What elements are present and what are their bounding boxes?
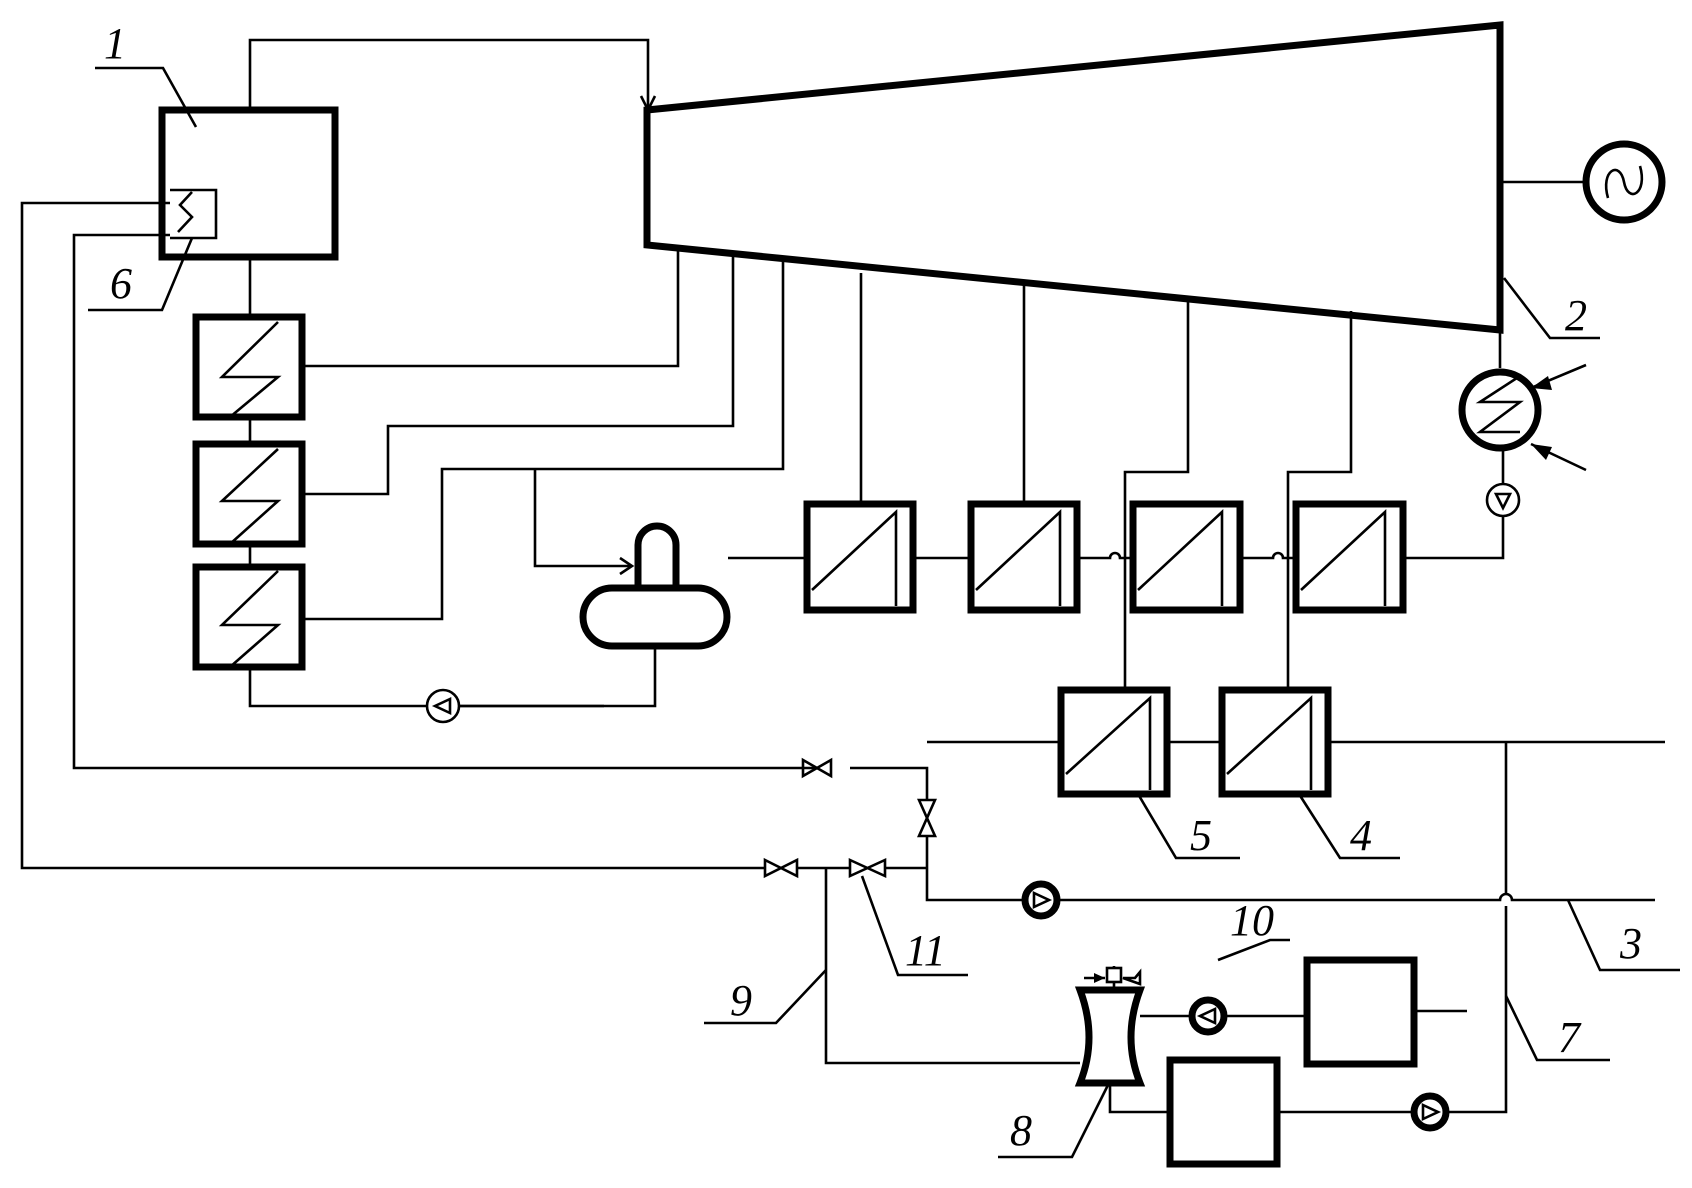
lp-heater-3 xyxy=(1129,500,1244,614)
deaerator-steam-line xyxy=(533,469,630,568)
label-ejector: 8 xyxy=(1010,1106,1032,1155)
valve-to-pump-line xyxy=(925,836,1025,902)
condensate-line-3 xyxy=(1077,551,1133,560)
label-heater-4: 4 xyxy=(1350,811,1372,860)
leader-10 xyxy=(1217,938,1290,962)
coil-circuit-outer xyxy=(20,201,765,870)
valve-11 xyxy=(848,857,887,879)
lp-heater-1 xyxy=(803,500,917,614)
heat-network-return-line xyxy=(1057,892,1655,902)
leader-3 xyxy=(1566,899,1680,972)
line-7-lower xyxy=(1448,906,1508,1114)
actuator-flag-icon xyxy=(1122,968,1142,986)
label-heater-5: 5 xyxy=(1190,811,1212,860)
ejector-actuator xyxy=(1105,966,1123,984)
tank-10 xyxy=(1303,956,1418,1068)
coil-to-valve-line xyxy=(850,766,929,800)
hp-heater-2 xyxy=(192,440,306,548)
condensate-pump xyxy=(1485,482,1521,518)
leader-6 xyxy=(88,237,194,312)
hp-heater-3 xyxy=(192,563,306,671)
boiler-coil-frame xyxy=(170,188,218,240)
coil-circuit-inner xyxy=(72,233,817,770)
generator xyxy=(1582,140,1666,224)
feedwater-line-2 xyxy=(460,635,657,708)
valve-coil-outer xyxy=(763,857,799,879)
label-boiler: 1 xyxy=(104,19,126,68)
feed-pump xyxy=(425,688,461,724)
turbine xyxy=(643,21,1504,334)
hp-heater-1 xyxy=(192,313,306,421)
lp-heater-4 xyxy=(1292,500,1407,614)
label-heat-network-return: 3 xyxy=(1619,919,1642,968)
deaerator xyxy=(579,522,731,650)
leader-4 xyxy=(1297,793,1400,860)
live-steam-line xyxy=(248,38,650,108)
lower-tank xyxy=(1166,1056,1281,1168)
boiler xyxy=(158,106,339,261)
leader-11 xyxy=(860,875,968,977)
extraction-line-2 xyxy=(302,254,735,496)
actuator-arrow-icon xyxy=(1094,973,1105,983)
lp-heater-2 xyxy=(967,500,1081,614)
label-turbine: 2 xyxy=(1565,291,1587,340)
ejector-drain xyxy=(1108,1085,1170,1114)
network-pump xyxy=(1021,880,1061,920)
extraction-line-1 xyxy=(302,247,680,368)
label-boiler-coil: 6 xyxy=(110,259,132,308)
label-line-9: 9 xyxy=(730,976,752,1025)
ejector xyxy=(1074,986,1146,1087)
leader-5 xyxy=(1136,793,1240,860)
valve-coil-inner xyxy=(801,757,833,779)
ejector-pump xyxy=(1188,996,1228,1036)
condenser xyxy=(1458,368,1542,452)
label-line-7: 7 xyxy=(1558,1013,1582,1062)
leader-2 xyxy=(1502,277,1600,340)
line-9 xyxy=(824,868,1080,1065)
leader-lines xyxy=(88,66,1680,1159)
condensate-line-4 xyxy=(1240,551,1296,560)
lp-extraction-4 xyxy=(1286,311,1353,690)
leader-1 xyxy=(95,66,198,128)
valve-vertical xyxy=(916,798,938,838)
leader-7 xyxy=(1504,995,1610,1062)
cooling-water-out-arrow-icon xyxy=(1531,444,1552,460)
leader-8 xyxy=(998,1084,1110,1159)
label-valve-11: 11 xyxy=(905,926,946,975)
boiler-coil-icon xyxy=(177,191,194,233)
drain-pump xyxy=(1410,1092,1450,1132)
extraction-line-3 xyxy=(302,262,785,621)
lp-extraction-3 xyxy=(1123,297,1190,690)
condensate-line-5 xyxy=(1403,517,1505,560)
leader-9 xyxy=(704,969,827,1025)
network-heater-5 xyxy=(1057,686,1171,798)
network-heater-4 xyxy=(1218,686,1332,798)
piping xyxy=(20,38,1665,1114)
cooling-water-in-arrow-icon xyxy=(1531,376,1552,390)
label-tank-10: 10 xyxy=(1230,896,1274,945)
deaerator-arrow-icon xyxy=(619,556,635,576)
